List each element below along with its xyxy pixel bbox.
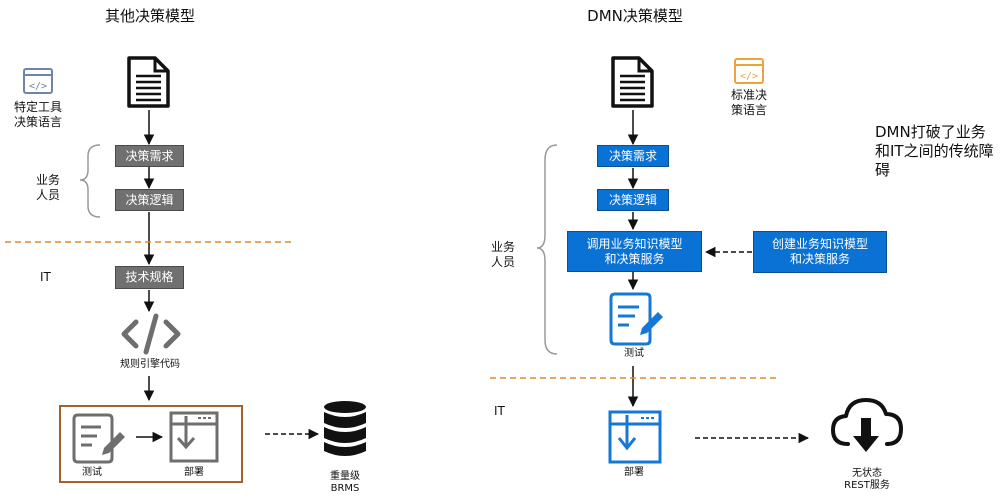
right-tool-label-line2: 策语言 — [730, 103, 767, 117]
left-deploy-label: 部署 — [184, 467, 204, 478]
right-invoke-box-line2: 和决策服务 — [604, 251, 665, 266]
right-test-label: 测试 — [624, 348, 644, 359]
deploy-download-icon — [169, 411, 219, 463]
right-business-label-line2: 人员 — [490, 255, 515, 269]
test-edit-icon — [609, 292, 663, 346]
left-target-label-line2: BRMS — [330, 483, 360, 494]
right-it-label: IT — [494, 404, 505, 418]
right-invoke-box: 调用业务知识模型 和决策服务 — [567, 231, 702, 272]
business-brace — [536, 144, 558, 355]
right-tool-label: 标准决 策语言 — [722, 88, 776, 118]
code-window-icon: </> — [23, 68, 53, 94]
code-window-icon: </> — [734, 58, 764, 84]
svg-text:</>: </> — [29, 81, 47, 92]
right-title: DMN决策模型 — [587, 7, 683, 25]
left-business-label-line1: 业务 — [35, 173, 60, 187]
right-business-label-line1: 业务 — [490, 240, 515, 254]
deploy-download-icon — [608, 410, 662, 464]
left-test-label: 测试 — [82, 467, 102, 478]
right-create-box-line1: 创建业务知识模型 — [771, 237, 868, 251]
right-create-box: 创建业务知识模型 和决策服务 — [753, 231, 887, 273]
right-deploy-label: 部署 — [624, 467, 644, 478]
business-brace — [79, 144, 101, 218]
left-tool-label: 特定工具 决策语言 — [2, 100, 74, 130]
left-business-label-line2: 人员 — [35, 188, 60, 202]
left-it-label: IT — [40, 270, 51, 284]
cloud-download-icon — [831, 398, 903, 452]
right-target-label-line1: 无状态 — [852, 468, 882, 479]
right-create-box-line2: 和决策服务 — [789, 252, 850, 266]
left-tool-label-line1: 特定工具 — [13, 100, 62, 114]
svg-text:</>: </> — [740, 71, 758, 82]
database-icon — [324, 401, 366, 456]
right-step-decision-requirements: 决策需求 — [597, 145, 669, 167]
left-title: 其他决策模型 — [104, 7, 195, 25]
left-business-label: 业务 人员 — [28, 173, 68, 203]
document-icon — [611, 56, 654, 108]
right-invoke-box-line1: 调用业务知识模型 — [586, 236, 683, 251]
left-step-decision-requirements: 决策需求 — [115, 145, 184, 167]
document-icon — [127, 56, 170, 108]
left-target-label-line1: 重量级 — [330, 471, 360, 482]
right-target-label: 无状态 REST服务 — [832, 468, 902, 492]
test-edit-icon — [72, 413, 125, 464]
dmn-note: DMN打破了业务和IT之间的传统障碍 — [875, 123, 994, 179]
left-step-decision-logic: 决策逻辑 — [115, 189, 184, 211]
right-step-decision-logic: 决策逻辑 — [597, 189, 669, 211]
right-target-label-line2: REST服务 — [844, 480, 890, 491]
left-tool-label-line2: 决策语言 — [13, 115, 62, 129]
code-brackets-icon — [121, 313, 181, 355]
right-business-label: 业务 人员 — [483, 240, 523, 270]
left-target-label: 重量级 BRMS — [315, 471, 375, 495]
left-step-tech-spec: 技术规格 — [115, 266, 184, 289]
left-frame — [59, 405, 243, 483]
left-code-label: 规则引擎代码 — [120, 359, 180, 370]
right-tool-label-line1: 标准决 — [730, 88, 767, 102]
